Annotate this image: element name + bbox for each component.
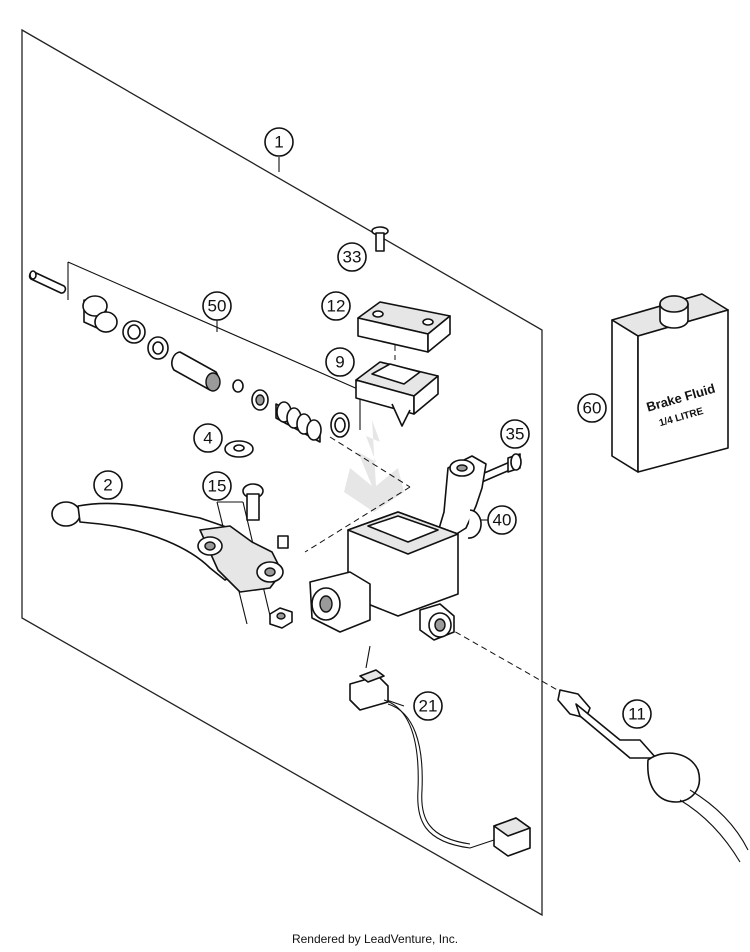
brake-fluid-can-60: Brake Fluid 1/4 LITRE (611, 293, 729, 473)
brake-light-switch-21 (349, 645, 531, 857)
assembly-frame (21, 28, 543, 917)
piston-kit (82, 295, 350, 443)
svg-text:1: 1 (274, 133, 283, 152)
brake-lever-2 (51, 501, 289, 593)
callout-40: 40 (487, 505, 517, 535)
pushrod-pin (28, 270, 67, 294)
reservoir-cover-12 (357, 301, 451, 353)
svg-text:35: 35 (506, 425, 525, 444)
callout-1: 1 (264, 127, 294, 157)
svg-text:11: 11 (628, 705, 646, 724)
diaphragm-9 (355, 361, 439, 427)
svg-text:15: 15 (208, 477, 227, 496)
svg-text:12: 12 (327, 297, 346, 316)
svg-text:33: 33 (343, 248, 362, 267)
master-cylinder-body (309, 511, 459, 641)
render-credit: Rendered by LeadVenture, Inc. (291, 932, 459, 946)
bolt-35 (481, 453, 522, 483)
callout-33: 33 (337, 242, 367, 272)
washer-4 (224, 440, 254, 458)
callout-2: 2 (93, 470, 123, 500)
callout-15: 15 (202, 471, 232, 501)
callout-50: 50 (202, 291, 232, 321)
callout-12: 12 (321, 291, 351, 321)
callout-60: 60 (577, 393, 607, 423)
screw-33 (371, 226, 389, 252)
svg-text:50: 50 (208, 297, 227, 316)
watermark-logo (344, 420, 404, 512)
brake-hose-11 (557, 689, 749, 863)
callout-35: 35 (500, 419, 530, 449)
pivot-bolt-15 (242, 483, 293, 629)
callout-21: 21 (413, 691, 443, 721)
svg-text:2: 2 (103, 476, 112, 495)
clamp-bracket-40 (437, 455, 487, 539)
callout-4: 4 (193, 423, 223, 453)
svg-text:4: 4 (203, 429, 212, 448)
svg-text:40: 40 (493, 511, 512, 530)
svg-text:60: 60 (583, 399, 602, 418)
callout-11: 11 (622, 699, 652, 729)
svg-text:9: 9 (335, 353, 344, 372)
callout-9: 9 (325, 347, 355, 377)
exploded-parts-diagram: Brake Fluid 1/4 LITRE 1 2 4 9 11 12 15 2… (21, 28, 749, 917)
svg-text:21: 21 (419, 697, 438, 716)
